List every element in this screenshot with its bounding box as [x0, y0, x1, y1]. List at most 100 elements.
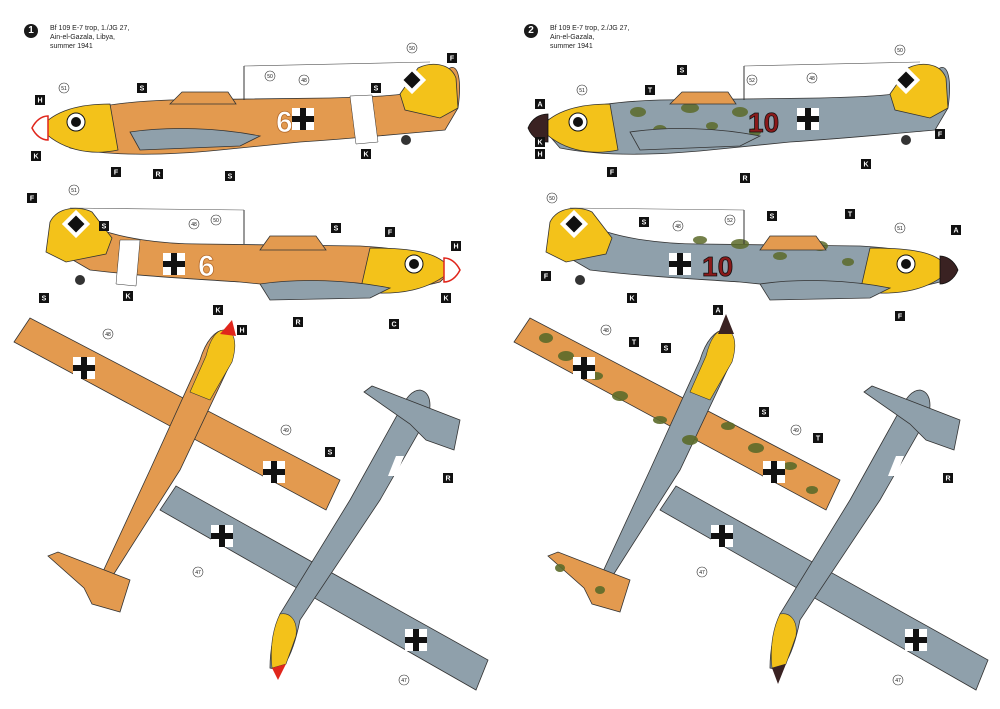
- decal-bubble: 48: [188, 218, 200, 230]
- decal-bubble-circle: [58, 82, 70, 94]
- callout-box: [123, 291, 133, 301]
- balkenkreuz-icon: [797, 108, 819, 130]
- callout-letter: F: [938, 132, 943, 139]
- callout-box: [607, 167, 617, 177]
- decal-bubble-circle: [264, 70, 276, 82]
- decal-number: 52: [749, 78, 755, 84]
- callout-label: K: [535, 137, 545, 147]
- callout-box: [237, 325, 247, 335]
- callout-letter: C: [391, 322, 396, 329]
- callout-label: S: [677, 65, 687, 75]
- callout-label: K: [627, 293, 637, 303]
- decal-number: 49: [283, 428, 289, 434]
- callout-letter: H: [453, 244, 458, 251]
- profile-2-header: 2 Bf 109 E-7 trop, 2./JG 27, Ain-el-Gaza…: [524, 24, 704, 64]
- callout-box: [845, 209, 855, 219]
- tail-wheel-icon: [575, 275, 585, 285]
- callout-letter: F: [544, 274, 549, 281]
- profile-2-number-badge: 2: [524, 24, 538, 38]
- decal-number: 50: [409, 46, 415, 52]
- callout-box: [293, 317, 303, 327]
- profile-2-caption: Bf 109 E-7 trop, 2./JG 27, Ain-el-Gazala…: [550, 24, 690, 51]
- callout-letter: K: [33, 154, 38, 161]
- decal-bubble: 51: [68, 184, 80, 196]
- tail-wheel-icon: [901, 135, 911, 145]
- callout-label: A: [713, 305, 723, 315]
- profile-2-left-side-view: 10: [527, 61, 950, 155]
- fuselage-code: 6: [276, 106, 293, 139]
- callout-letter: T: [848, 212, 853, 219]
- callout-label: K: [213, 305, 223, 315]
- callout-box: [39, 293, 49, 303]
- fuselage-code: 6: [198, 250, 215, 283]
- balkenkreuz-icon: [711, 525, 733, 547]
- callout-letter: S: [664, 346, 669, 353]
- tail-wheel-icon: [401, 135, 411, 145]
- decal-bubble: 50: [264, 70, 276, 82]
- callout-letter: F: [898, 314, 903, 321]
- decal-bubble: 47: [398, 674, 410, 686]
- decal-bubble: 50: [894, 44, 906, 56]
- callout-box: [639, 217, 649, 227]
- decal-bubble-circle: [298, 74, 310, 86]
- callout-letter: S: [762, 410, 767, 417]
- profile-1-right-side-view: 6: [45, 207, 461, 301]
- profile-2-top-view: [513, 314, 841, 613]
- callout-letter: H: [239, 328, 244, 335]
- callout-label: F: [607, 167, 617, 177]
- callout-letter: T: [648, 88, 653, 95]
- callout-letter: S: [42, 296, 47, 303]
- callout-label: R: [153, 169, 163, 179]
- decal-bubble: 50: [210, 214, 222, 226]
- callout-label: C: [389, 319, 399, 329]
- profile-2-caption-line: Ain-el-Gazala,: [550, 34, 595, 41]
- profile-1-bottom-view: [159, 385, 489, 691]
- callout-box: [535, 149, 545, 159]
- callout-box: [627, 293, 637, 303]
- callout-box: [451, 241, 461, 251]
- decal-bubble-circle: [790, 424, 802, 436]
- callout-letter: A: [715, 308, 720, 315]
- callout-letter: F: [114, 170, 119, 177]
- callout-letter: R: [295, 320, 300, 327]
- fuselage-code: 10: [748, 107, 779, 138]
- callout-label: R: [443, 473, 453, 483]
- callout-label: S: [759, 407, 769, 417]
- decal-bubble-circle: [280, 424, 292, 436]
- callout-label: A: [951, 225, 961, 235]
- callout-label: H: [535, 149, 545, 159]
- decal-bubble: 50: [406, 42, 418, 54]
- callout-label: T: [645, 85, 655, 95]
- callout-label: K: [31, 151, 41, 161]
- callout-label: K: [441, 293, 451, 303]
- decal-number: 51: [897, 226, 903, 232]
- callout-box: [713, 305, 723, 315]
- callout-box: [740, 173, 750, 183]
- callout-letter: F: [30, 196, 35, 203]
- callout-letter: S: [334, 226, 339, 233]
- decal-bubble-circle: [576, 84, 588, 96]
- callout-letter: F: [388, 230, 393, 237]
- callout-letter: K: [443, 296, 448, 303]
- decal-number: 51: [71, 188, 77, 194]
- callout-label: K: [361, 149, 371, 159]
- callout-letter: S: [328, 450, 333, 457]
- callout-box: [767, 211, 777, 221]
- decal-bubble-circle: [398, 674, 410, 686]
- callout-box: [447, 53, 457, 63]
- callout-letter: T: [816, 436, 821, 443]
- profile-1-top-view: [13, 317, 341, 613]
- decal-bubble-circle: [188, 218, 200, 230]
- balkenkreuz-icon: [405, 629, 427, 651]
- callout-letter: S: [770, 214, 775, 221]
- profile-2-caption-line: summer 1941: [550, 43, 593, 50]
- callout-label: R: [740, 173, 750, 183]
- callout-letter: K: [537, 140, 542, 147]
- fuselage-code: 10: [702, 251, 733, 282]
- callout-letter: S: [642, 220, 647, 227]
- callout-label: S: [639, 217, 649, 227]
- callout-letter: H: [537, 152, 542, 159]
- decal-number: 50: [897, 48, 903, 54]
